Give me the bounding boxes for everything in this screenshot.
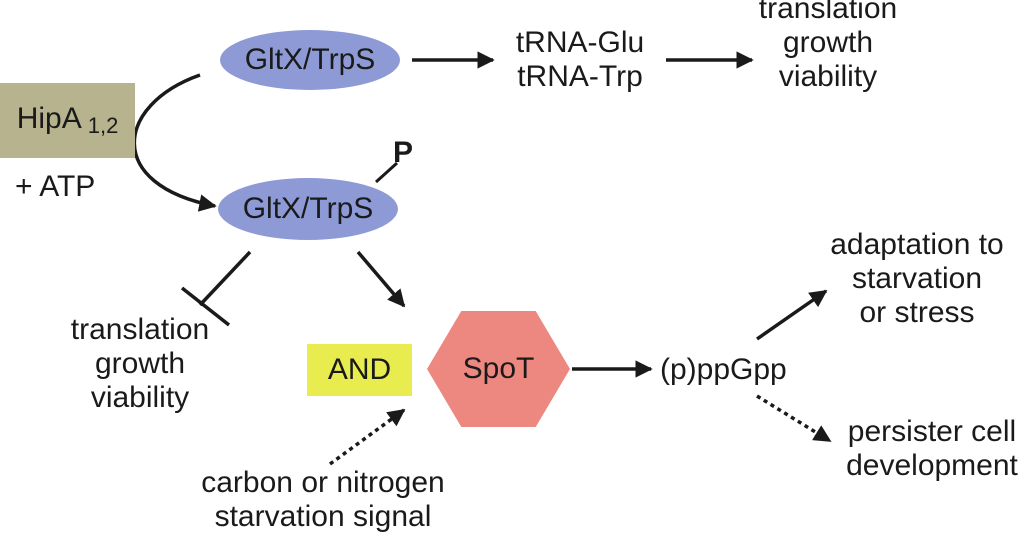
outcome-top-line: viability [778, 60, 878, 93]
inhibition-bar [180, 286, 231, 327]
outcome-left-line: growth [94, 347, 186, 380]
outcome-left: translation growth viability [30, 313, 250, 415]
outcome-top-line: translation [758, 0, 898, 25]
spot-label: SpoT [462, 352, 535, 385]
arrow-enzyme-to-and [356, 250, 406, 308]
signal-line: carbon or nitrogen [201, 466, 445, 499]
adaptation-line: or stress [859, 296, 975, 329]
enzyme-node-top: GltX/TrpS [220, 30, 400, 90]
arrow-hipa-phosphorylation [132, 73, 217, 212]
trna-line: tRNA-Glu [515, 26, 645, 59]
inhibition-line [198, 250, 252, 307]
enzyme-node-phosphorylated-label: GltX/TrpS [242, 192, 374, 225]
outcome-left-line: translation [70, 313, 210, 346]
persister-line: development [846, 449, 1018, 482]
phospho-bond [374, 161, 399, 184]
enzyme-node-top-label: GltX/TrpS [244, 43, 376, 76]
spot-hexagon: SpoT [427, 311, 570, 427]
dotted-arrow-ppgpp-to-persister [756, 394, 832, 443]
adaptation-label: adaptation to starvation or stress [800, 228, 1034, 330]
trna-line: tRNA-Trp [517, 60, 643, 93]
phosphate-label: P [393, 136, 414, 169]
and-gate-label: AND [327, 353, 392, 386]
adaptation-line: starvation [851, 262, 983, 295]
enzyme-node-phosphorylated: GltX/TrpS [218, 178, 398, 240]
trna-label: tRNA-Glu tRNA-Trp [490, 26, 670, 94]
atp-label: + ATP [15, 170, 96, 203]
outcome-left-line: viability [90, 381, 190, 414]
signal-line: starvation signal [214, 500, 432, 533]
outcome-top: translation growth viability [718, 0, 938, 94]
dotted-arrow-signal-to-and [328, 408, 406, 466]
persister-label: persister cell development [830, 415, 1034, 483]
signal-label: carbon or nitrogen starvation signal [168, 466, 478, 534]
arrow-ppgpp-to-adaptation [756, 289, 828, 341]
adaptation-line: adaptation to [830, 228, 1004, 261]
and-gate: AND [307, 344, 412, 396]
outcome-top-line: growth [782, 26, 874, 59]
hipa-label-text: HipA [16, 102, 82, 135]
ppgpp-label: (p)ppGpp [660, 353, 787, 386]
persister-line: persister cell [847, 415, 1017, 448]
hipa-subscript: 1,2 [87, 113, 119, 138]
